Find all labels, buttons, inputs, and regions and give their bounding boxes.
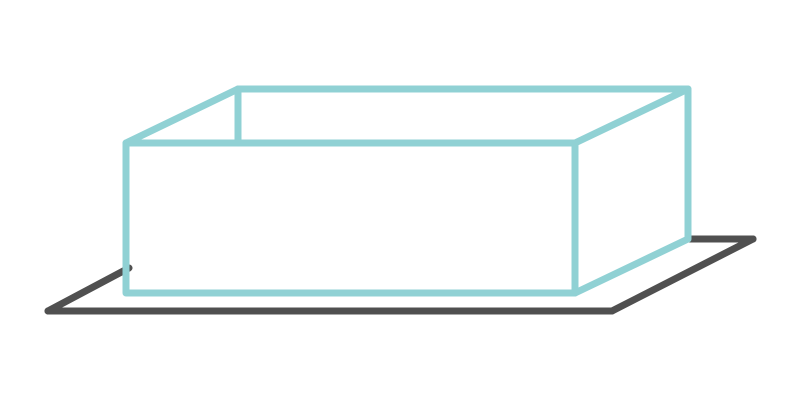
box-right-face xyxy=(571,85,692,297)
box-front-face xyxy=(122,139,579,297)
surface-left-edge xyxy=(44,264,133,315)
surface-right-edge xyxy=(608,235,757,315)
box-top-face xyxy=(122,85,692,147)
surface-plane xyxy=(44,235,757,315)
box-outline xyxy=(122,85,692,297)
